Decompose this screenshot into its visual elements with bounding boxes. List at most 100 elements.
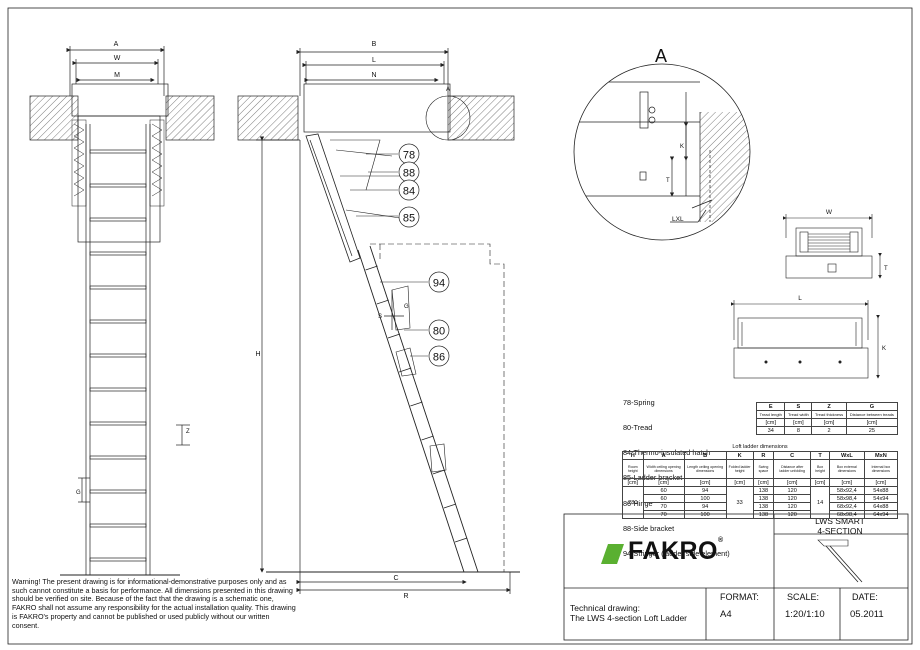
table-cell: 68x92,4 xyxy=(829,502,865,511)
svg-text:84: 84 xyxy=(403,186,415,198)
table-cell: 138 xyxy=(752,502,775,511)
dim-a-label: A xyxy=(114,41,119,48)
detail-a-title: A xyxy=(655,46,667,66)
svg-text:94: 94 xyxy=(433,278,445,290)
table-cell: 100 xyxy=(683,494,727,503)
table-unit: [cm] xyxy=(683,478,727,487)
dim-n-label: N xyxy=(371,72,376,79)
date-value: 05.2011 xyxy=(850,609,884,620)
scale-label: SCALE: xyxy=(787,592,820,602)
ladder-rung xyxy=(89,523,147,528)
table-subheader: Internal box dimensions xyxy=(863,459,899,479)
dim-r-label: R xyxy=(403,593,408,600)
table-cell: 94 xyxy=(683,502,727,511)
ladder-tread xyxy=(410,401,423,407)
loft-ladder-dimensions-table: H A B K R C T WxL MxN Room height Width … xyxy=(622,451,899,519)
svg-text:88: 88 xyxy=(403,168,415,180)
technical-drawing-label: Technical drawing: The LWS 4-section Lof… xyxy=(570,603,688,623)
ladder-tread xyxy=(365,265,378,271)
ladder-rung xyxy=(89,251,147,256)
table-cell: 138 xyxy=(752,510,775,519)
table-cell: 70 xyxy=(642,510,685,519)
ladder-rung xyxy=(89,557,147,562)
hatch-box xyxy=(71,83,169,117)
sheet-border xyxy=(7,7,913,645)
callout-94: 94 xyxy=(380,271,450,293)
table-subheader: Tread width xyxy=(784,410,813,419)
svg-text:86: 86 xyxy=(433,352,445,364)
table-header: C xyxy=(773,451,812,460)
table-subheader: Box external dimensions xyxy=(829,459,865,479)
open-hatch-panel xyxy=(305,133,361,263)
legend-item: 88-Side bracket xyxy=(623,523,675,533)
table-cell: 58x92,4 xyxy=(829,486,865,495)
dim-t2-label: T xyxy=(884,266,888,272)
table-cell: 33 xyxy=(725,486,754,519)
date-label: DATE: xyxy=(852,592,878,602)
front-view xyxy=(29,46,215,576)
svg-text:80: 80 xyxy=(433,326,445,338)
table-header: MxN xyxy=(863,451,899,460)
callout-84: 84 xyxy=(350,179,420,201)
ladder-rung xyxy=(89,421,147,426)
table-unit: [cm] xyxy=(811,418,847,427)
dim-t-detail-label: T xyxy=(666,178,670,184)
table-subheader: Box height xyxy=(810,459,830,479)
ladder-rung xyxy=(89,489,147,494)
ladder-rung xyxy=(89,353,147,358)
table-cell: 54x94 xyxy=(863,494,899,503)
ladder-tread xyxy=(455,537,468,543)
loft-table-caption: Loft ladder dimensions xyxy=(732,444,788,450)
table-subheader: Length ceiling opening dimensions xyxy=(683,459,727,479)
dim-w-label: W xyxy=(114,55,121,62)
ladder-tread xyxy=(399,367,412,373)
disclaimer-text: Warning! The present drawing is for info… xyxy=(12,577,296,630)
table-cell: 60 xyxy=(642,494,685,503)
stringer-front-edge xyxy=(357,249,465,573)
dim-b-label: B xyxy=(372,41,377,48)
table-cell: 120 xyxy=(773,494,812,503)
box-side-view xyxy=(731,300,880,379)
ladder-tread xyxy=(421,435,434,441)
ladder-rung xyxy=(89,217,147,222)
table-cell: 60 xyxy=(642,486,685,495)
callout-86: 86 xyxy=(410,345,450,367)
table-subheader: Tread thickness xyxy=(811,410,847,419)
ladder-rung xyxy=(89,319,147,324)
table-header: G xyxy=(845,402,899,411)
dim-k2-label: K xyxy=(882,346,886,352)
detail-a-view xyxy=(573,63,751,241)
table-subheader: Swing space xyxy=(752,459,775,479)
table-unit: [cm] xyxy=(622,478,644,487)
dim-z-label: Z xyxy=(186,429,190,435)
dim-s-label: S xyxy=(378,314,382,320)
legend-item: 94-Stringer (ladder side element) xyxy=(623,549,730,559)
table-cell: 64x94 xyxy=(863,510,899,519)
ceiling-left-section xyxy=(237,95,299,141)
callout-85: 85 xyxy=(356,206,420,228)
dim-l-label: L xyxy=(372,57,376,64)
ladder-rung xyxy=(89,183,147,188)
table-cell: 70 xyxy=(642,502,685,511)
table-header: B xyxy=(683,451,727,460)
ladder-tread xyxy=(376,299,389,305)
ladder-rung xyxy=(89,149,147,154)
table-cell: 280 xyxy=(622,486,644,519)
tread-dimensions-table: E S Z G Tread length Tread width Tread t… xyxy=(755,402,899,435)
table-cell: 138 xyxy=(752,486,775,495)
table-header: Z xyxy=(811,402,847,411)
table-header: E xyxy=(755,402,786,411)
table-cell: 64x88 xyxy=(863,502,899,511)
brand-registered-mark: ® xyxy=(718,537,724,544)
table-header: T xyxy=(810,451,830,460)
table-subheader: Distance between treads xyxy=(845,410,899,419)
table-cell: 120 xyxy=(773,510,812,519)
table-header: K xyxy=(725,451,754,460)
table-unit: [cm] xyxy=(773,478,812,487)
side-hatch-box xyxy=(303,83,451,133)
dim-h-label: H xyxy=(255,351,260,358)
table-header: R xyxy=(752,451,775,460)
table-subheader: Folded ladder height xyxy=(725,459,754,479)
ladder-rung xyxy=(89,285,147,290)
